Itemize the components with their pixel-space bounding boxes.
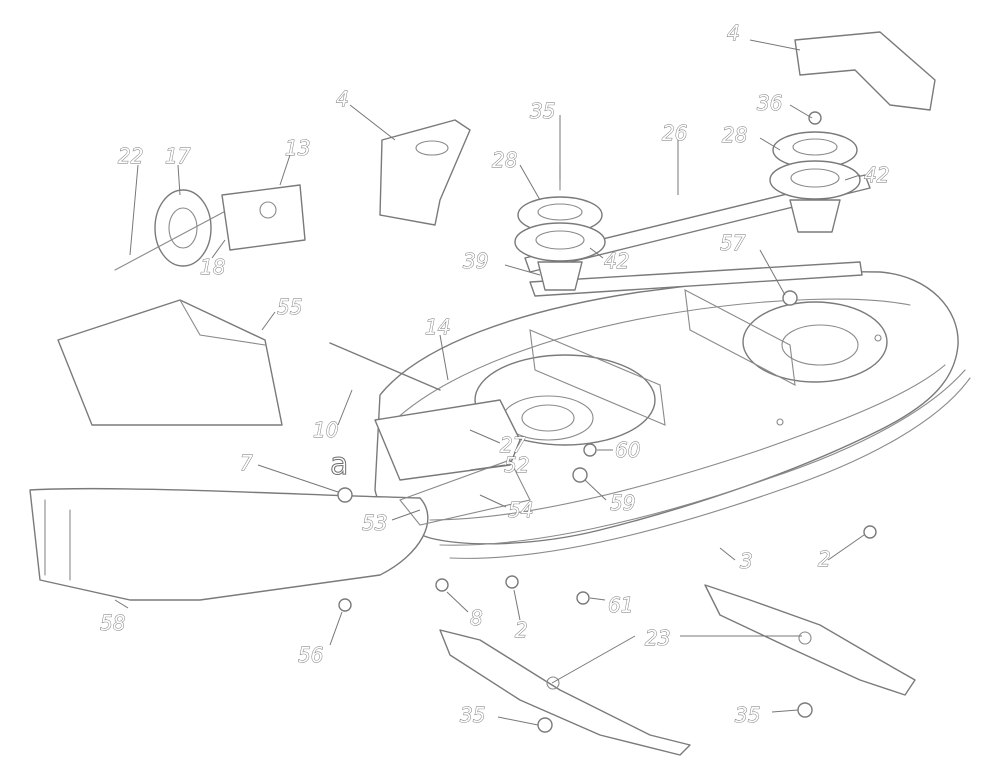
front-baffle	[29, 487, 429, 601]
callout-23: 23	[645, 626, 670, 650]
bolt-56	[338, 598, 352, 612]
callout-55: 55	[277, 295, 302, 319]
callout-a: a	[330, 447, 348, 482]
callout-4-top: 4	[727, 21, 740, 45]
callout-13: 13	[285, 136, 310, 160]
callout-57: 57	[720, 231, 746, 255]
callout-35-top: 35	[530, 99, 555, 123]
blade-nut-right	[797, 702, 813, 718]
drive-belt	[524, 174, 871, 273]
callout-4-left: 4	[336, 87, 349, 111]
callout-28-left: 28	[492, 148, 517, 172]
bolt-8	[435, 578, 449, 592]
leader-lines	[114, 39, 865, 726]
callout-59: 59	[610, 491, 635, 515]
callout-10: 10	[313, 418, 338, 442]
left-spindle-assembly	[514, 164, 606, 291]
callout-26: 26	[662, 121, 687, 145]
callout-36: 36	[757, 91, 782, 115]
mower-deck-housing	[374, 271, 971, 559]
belt-cover-left	[379, 119, 471, 226]
nut-57	[782, 290, 798, 306]
nut-59	[572, 467, 588, 483]
bolt-2-right	[863, 525, 877, 539]
discharge-chute	[57, 299, 283, 426]
nut-7	[337, 487, 353, 503]
callout-42-right: 42	[864, 163, 889, 187]
callout-58: 58	[100, 611, 125, 635]
belt-cover-right	[794, 31, 936, 111]
callout-17: 17	[165, 144, 191, 168]
callout-7: 7	[240, 451, 253, 475]
callout-35-left: 35	[460, 703, 485, 727]
callout-3: 3	[740, 549, 753, 573]
callout-22: 22	[118, 144, 143, 168]
callout-56: 56	[298, 643, 323, 667]
blade-left	[439, 629, 691, 756]
callout-18: 18	[200, 255, 225, 279]
callout-39: 39	[463, 249, 488, 273]
callout-52: 52	[504, 453, 529, 477]
nut-60	[583, 443, 597, 457]
callout-61: 61	[608, 593, 633, 617]
blade-right	[704, 584, 916, 696]
blade-nut-left	[537, 717, 553, 733]
callout-27: 27	[500, 433, 526, 457]
callout-8: 8	[470, 606, 483, 630]
callout-28-right: 28	[722, 123, 747, 147]
callout-54: 54	[508, 498, 533, 522]
callout-2-right: 2	[818, 547, 831, 571]
lift-rod	[329, 342, 441, 391]
callout-2-mid: 2	[515, 618, 528, 642]
callout-14: 14	[425, 315, 450, 339]
bolt-61	[576, 591, 590, 605]
callout-labels: 4 4 35 36 26 28 28 42 42 22 17 13 18 39 …	[100, 21, 890, 728]
bolt-2-mid	[505, 575, 519, 589]
belt-lower-run	[529, 261, 863, 297]
idler-pulley-group	[114, 184, 306, 271]
callout-42-left: 42	[604, 249, 629, 273]
callout-35-right: 35	[735, 703, 760, 727]
callout-60: 60	[615, 438, 640, 462]
front-hanger-bracket	[374, 399, 521, 481]
callout-53: 53	[362, 511, 387, 535]
right-spindle-assembly	[769, 111, 861, 233]
